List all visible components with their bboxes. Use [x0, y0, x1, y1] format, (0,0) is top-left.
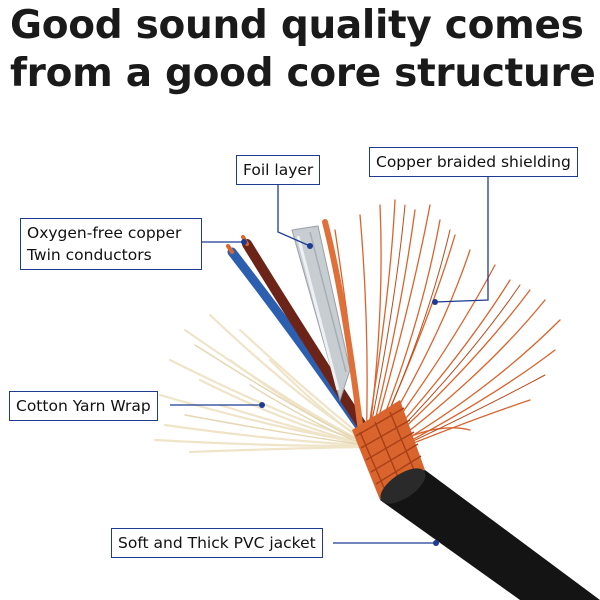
- headline-line-2: from a good core structure: [10, 51, 596, 96]
- pvc-jacket-callout: Soft and Thick PVC jacket: [111, 528, 323, 558]
- oxygen-free-copper-line-1: Oxygen-free copper: [27, 224, 182, 242]
- cotton-yarn-callout: Cotton Yarn Wrap: [9, 391, 158, 421]
- foil-layer-callout: Foil layer: [236, 155, 321, 185]
- cotton-yarn: [153, 313, 364, 454]
- leader-dots: [241, 239, 439, 546]
- leader-lines: [170, 172, 489, 544]
- headline-line-1: Good sound quality comes: [10, 3, 584, 48]
- pvc-jacket: [380, 470, 600, 600]
- headline: Good sound quality comes from a good cor…: [10, 2, 600, 98]
- brown-wire: [242, 239, 370, 435]
- oxygen-free-copper-line-2: Twin conductors: [27, 246, 152, 264]
- copper-braid-callout: Copper braided shielding: [369, 147, 578, 177]
- oxygen-free-copper-callout: Oxygen-free copper Twin conductors: [20, 218, 202, 270]
